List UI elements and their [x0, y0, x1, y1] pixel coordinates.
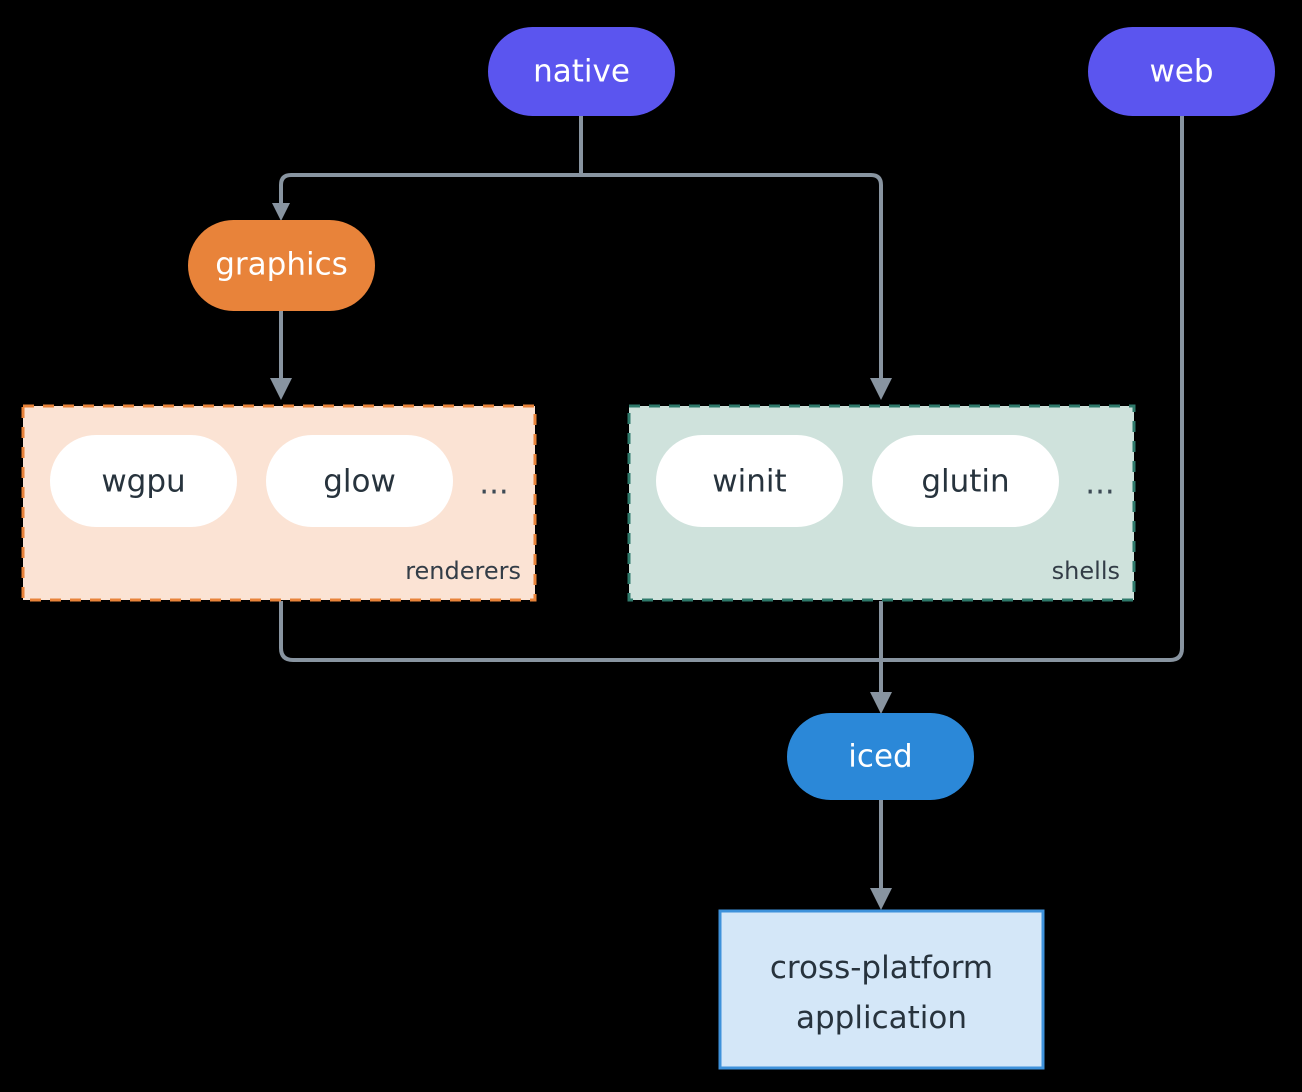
- node-web[interactable]: web: [1088, 27, 1275, 116]
- winit-pill: [656, 435, 843, 527]
- shells-overflow-ellipsis: ...: [1085, 466, 1115, 502]
- native-label: native: [533, 54, 630, 90]
- node-iced[interactable]: iced: [787, 713, 974, 800]
- graphics-pill: [188, 220, 375, 311]
- shells-item-glutin[interactable]: glutin: [872, 435, 1059, 527]
- native-pill: [488, 27, 675, 116]
- graphics-label: graphics: [215, 247, 348, 283]
- glutin-label: glutin: [921, 464, 1009, 500]
- application-box: [718, 909, 1045, 1070]
- glow-pill: [266, 435, 453, 527]
- shells-item-winit[interactable]: winit: [656, 435, 843, 527]
- web-label: web: [1149, 54, 1213, 90]
- application-label-line2: application: [796, 1000, 967, 1036]
- edge-native-to-shells: [581, 173, 883, 380]
- renderers-item-wgpu[interactable]: wgpu: [50, 435, 237, 527]
- renderers-item-glow[interactable]: glow: [266, 435, 453, 527]
- node-native[interactable]: native: [488, 27, 675, 116]
- edge-layer: [270, 116, 1184, 910]
- application-label-line1: cross-platform: [770, 950, 993, 986]
- glow-label: glow: [323, 464, 396, 500]
- renderers-cluster-label: renderers: [405, 557, 521, 585]
- iced-pill: [787, 713, 974, 800]
- edge-renderers-to-iced: [279, 601, 881, 662]
- arrowhead-native-graphics: [272, 203, 290, 221]
- arrowhead-iced-application: [870, 888, 892, 910]
- iced-label: iced: [848, 739, 912, 775]
- node-application[interactable]: cross-platform application: [718, 909, 1045, 1070]
- node-graphics[interactable]: graphics: [188, 220, 375, 311]
- cluster-shells[interactable]: winit glutin ... shells: [627, 404, 1136, 602]
- arrowhead-graphics-renderers: [270, 378, 292, 400]
- edge-web-to-iced: [881, 116, 1184, 662]
- edge-native-to-graphics: [279, 173, 581, 205]
- arrowhead-merge-iced: [870, 692, 892, 714]
- arrowhead-native-shells: [870, 378, 892, 400]
- glutin-pill: [872, 435, 1059, 527]
- wgpu-pill: [50, 435, 237, 527]
- wgpu-label: wgpu: [101, 464, 185, 500]
- renderers-overflow-ellipsis: ...: [479, 466, 509, 502]
- web-pill: [1088, 27, 1275, 116]
- shells-cluster-label: shells: [1052, 557, 1120, 585]
- cluster-renderers[interactable]: wgpu glow ... renderers: [21, 404, 537, 602]
- winit-label: winit: [712, 464, 786, 500]
